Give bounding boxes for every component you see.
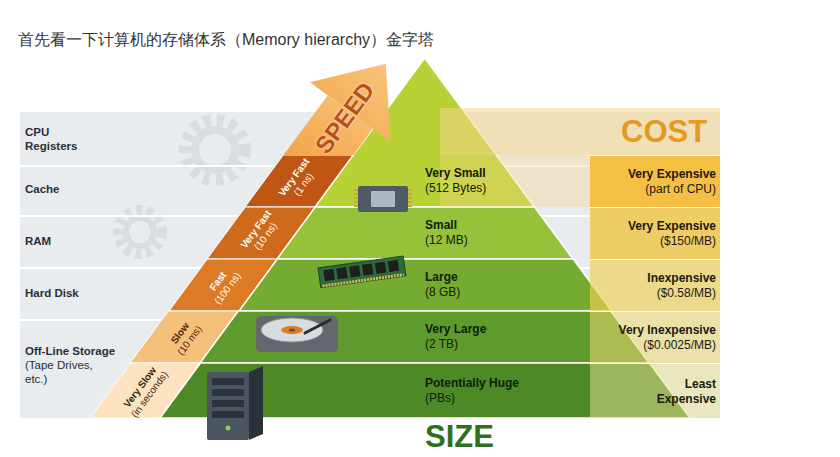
row-label: Off-Line Storage [25, 345, 115, 359]
band-heading: Very Small [425, 166, 486, 181]
band-detail: (2 TB) [425, 337, 486, 352]
cost-band: Very Inexpensive($0.0025/MB) [590, 311, 720, 363]
cost-text-group: Inexpensive($0.58/MB) [647, 271, 716, 301]
band-detail: (12 MB) [425, 233, 468, 248]
tier-text-group: Very Small(512 Bytes) [425, 166, 486, 196]
chip-pins [356, 189, 410, 209]
label-group: SPEED [311, 78, 379, 158]
disk-spindle [289, 329, 295, 332]
label-group: Hard Disk [25, 287, 79, 301]
band-detail: (512 Bytes) [425, 181, 486, 196]
ram-chip [362, 263, 373, 275]
cost-band: Least Expensive [590, 363, 720, 418]
band-fill [277, 207, 573, 259]
row-label: Cache [25, 183, 60, 197]
label-group: (Tape Drives, etc.) [25, 359, 109, 387]
disk-case [256, 316, 338, 352]
server-led [226, 426, 231, 431]
pyramid-tier: Very Large(2 TB) [200, 311, 649, 363]
label-group: Off-Line Storage [25, 345, 115, 359]
row-note: (Tape Drives, etc.) [25, 359, 109, 387]
band-detail: (part of CPU) [628, 182, 716, 197]
row-label: CPU Registers [25, 126, 87, 154]
pyramid-tier: Large(8 GB) [239, 259, 611, 311]
band-heading: Very Expensive [628, 219, 716, 234]
server-front [207, 372, 249, 440]
axis-heading: SPEED [311, 78, 379, 158]
ram-board [318, 256, 406, 288]
tier-text-group: Very Large(2 TB) [425, 322, 486, 352]
cost-band: Very Expensive(part of CPU) [590, 155, 720, 207]
band-heading: Inexpensive [647, 271, 716, 286]
band-fill [239, 259, 612, 311]
disk-label [281, 326, 303, 334]
ram-chip [349, 265, 360, 277]
gear-rim [126, 218, 154, 246]
tier-text-group: Large(8 GB) [425, 270, 460, 300]
band-fill [200, 311, 649, 363]
cpu-chip-icon [356, 186, 410, 212]
band-heading: Small [425, 218, 468, 233]
cost-text-group: Very Expensive(part of CPU) [628, 167, 716, 197]
ram-chip [336, 267, 347, 279]
cost-band: Inexpensive($0.58/MB) [590, 259, 720, 311]
ram-chip [375, 262, 386, 274]
tier-text-group: Small(12 MB) [425, 218, 468, 248]
band-detail: ($150/MB) [628, 234, 716, 249]
server-bay [212, 389, 244, 396]
cost-text-group: Very Inexpensive($0.0025/MB) [619, 323, 716, 353]
cost-text-group: Very Expensive($150/MB) [628, 219, 716, 249]
row-label: Hard Disk [25, 287, 79, 301]
band-heading: Large [425, 270, 460, 285]
band-detail: ($0.0025/MB) [619, 338, 716, 353]
label-group: COST [621, 116, 707, 147]
label-group: SIZE [425, 421, 494, 452]
pyramid-tier: Small(12 MB) [277, 207, 573, 259]
row-label: RAM [25, 235, 51, 249]
band-detail: (PBs) [425, 391, 519, 406]
server-bay [212, 400, 244, 407]
band-outline [200, 311, 649, 363]
gear [185, 120, 245, 180]
ram-stick-icon [318, 256, 406, 288]
chip-body [358, 186, 408, 212]
band-heading: Very Large [425, 322, 486, 337]
band-heading: Very Expensive [628, 167, 716, 182]
ram-chip [323, 269, 334, 281]
cost-header-tint [440, 155, 590, 207]
server-icon [207, 366, 263, 440]
server-bay [212, 411, 244, 418]
server-bay [212, 378, 244, 385]
label-group: RAM [25, 235, 51, 249]
band-heading: Very Inexpensive [619, 323, 716, 338]
band-heading: Potentially Huge [425, 376, 519, 391]
hard-disk-icon [256, 316, 338, 352]
band-detail: (8 GB) [425, 285, 460, 300]
gear-rim [195, 130, 235, 170]
disk-arm [305, 320, 330, 333]
axis-heading: COST [621, 116, 707, 147]
label-group: Cache [25, 183, 60, 197]
title-group: 首先看一下计算机的存储体系（Memory hierarchy）金字塔 [18, 30, 434, 49]
disk-platter [261, 318, 323, 342]
ram-chip [388, 260, 399, 272]
band-heading: Least Expensive [644, 377, 716, 407]
label-group: CPU Registers [25, 126, 87, 154]
band-detail: ($0.58/MB) [647, 286, 716, 301]
cost-band: Very Expensive($150/MB) [590, 207, 720, 259]
server-side [249, 366, 263, 440]
axis-heading: SIZE [425, 421, 494, 452]
tier-text-group: Potentially Huge(PBs) [425, 376, 519, 406]
gear-teeth [185, 120, 245, 180]
chip-lid [371, 191, 395, 207]
cost-header-tint [440, 108, 720, 155]
page-title: 首先看一下计算机的存储体系（Memory hierarchy）金字塔 [18, 30, 434, 49]
cost-text-group: Least Expensive [644, 377, 716, 407]
ram-contacts [323, 275, 404, 286]
